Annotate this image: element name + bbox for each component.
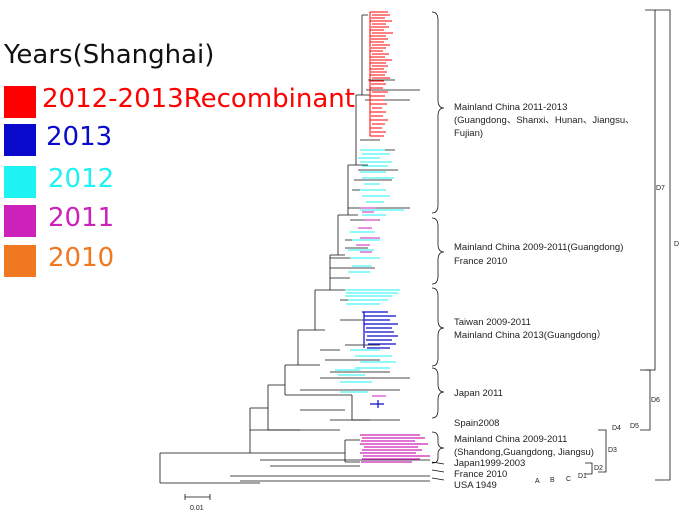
clade-labels: Mainland China 2011-2013 (Guangdong、Shan… [454,102,635,491]
clade-label-spain: Spain2008 [454,418,499,429]
cyan-cluster-taiwan [345,289,400,369]
clade-label-mainland-2011-2013-line3: Fujian) [454,128,483,139]
genotype-d6: D6 [651,397,660,404]
clade-label-mainland-2009-2011b-line2: (Shandong,Guangdong, Jiangsu) [454,447,594,458]
legend-label-2010: 2010 [48,243,115,273]
clade-label-mainland-2011-2013-line1: Mainland China 2011-2013 [454,102,567,113]
genotype-d5: D5 [630,423,639,430]
clade-label-japan-1999: Japan1999-2003 [454,458,525,469]
clade-label-france: France 2010 [454,469,507,480]
legend-label-2013: 2013 [46,122,113,152]
legend-swatch-magenta [4,205,36,237]
genotype-d7: D7 [656,185,665,192]
scale-bar: 0.01 [184,494,211,512]
genotype-d1: D1 [578,473,587,480]
clade-label-mainland-2009-2011-line2: France 2010 [454,256,507,267]
genotype-a: A [535,478,540,485]
scale-bar-line [184,494,211,500]
legend-swatch-red [4,86,36,118]
clade-label-usa: USA 1949 [454,480,497,491]
genotype-c: C [566,476,571,483]
blue-cluster-taiwan [362,311,398,408]
clade-label-mainland-2009-2011-line1: Mainland China 2009-2011(Guangdong) [454,242,623,253]
tree-backbone [159,14,430,484]
genotype-labels: D7 D D6 D5 D4 D3 D2 D1 C B A [535,185,679,485]
red-cluster [369,11,393,137]
legend-label-2011: 2011 [48,203,115,233]
clade-label-mainland-2011-2013-line2: (Guangdong、Shanxi、Hunan、Jiangsu、 [454,115,635,126]
clade-brackets [431,9,671,481]
scale-bar-label: 0.01 [190,505,204,512]
legend-swatch-orange [4,245,36,277]
cyan-cluster-upper [348,149,404,273]
genotype-d: D [674,241,679,248]
legend-title: Years(Shanghai) [4,40,215,70]
genotype-d4: D4 [612,425,621,432]
magenta-cluster-lower [360,434,430,463]
cyan-cluster-japan [335,369,372,393]
legend-label-recombinant: 2012-2013Recombinant [42,84,355,114]
genotype-d2: D2 [594,465,603,472]
genotype-d3: D3 [608,447,617,454]
legend-label-2012: 2012 [48,164,115,194]
clade-label-mainland-2009-2011b-line1: Mainland China 2009-2011 [454,434,567,445]
legend-swatch-blue [4,124,36,156]
magenta-cluster-upper [356,207,380,253]
legend-swatch-cyan [4,166,36,198]
clade-label-japan-2011: Japan 2011 [454,388,503,399]
genotype-b: B [550,477,555,484]
clade-label-taiwan-line1: Taiwan 2009-2011 [454,317,531,328]
clade-label-taiwan-line2: Mainland China 2013(Guangdong） [454,329,606,341]
